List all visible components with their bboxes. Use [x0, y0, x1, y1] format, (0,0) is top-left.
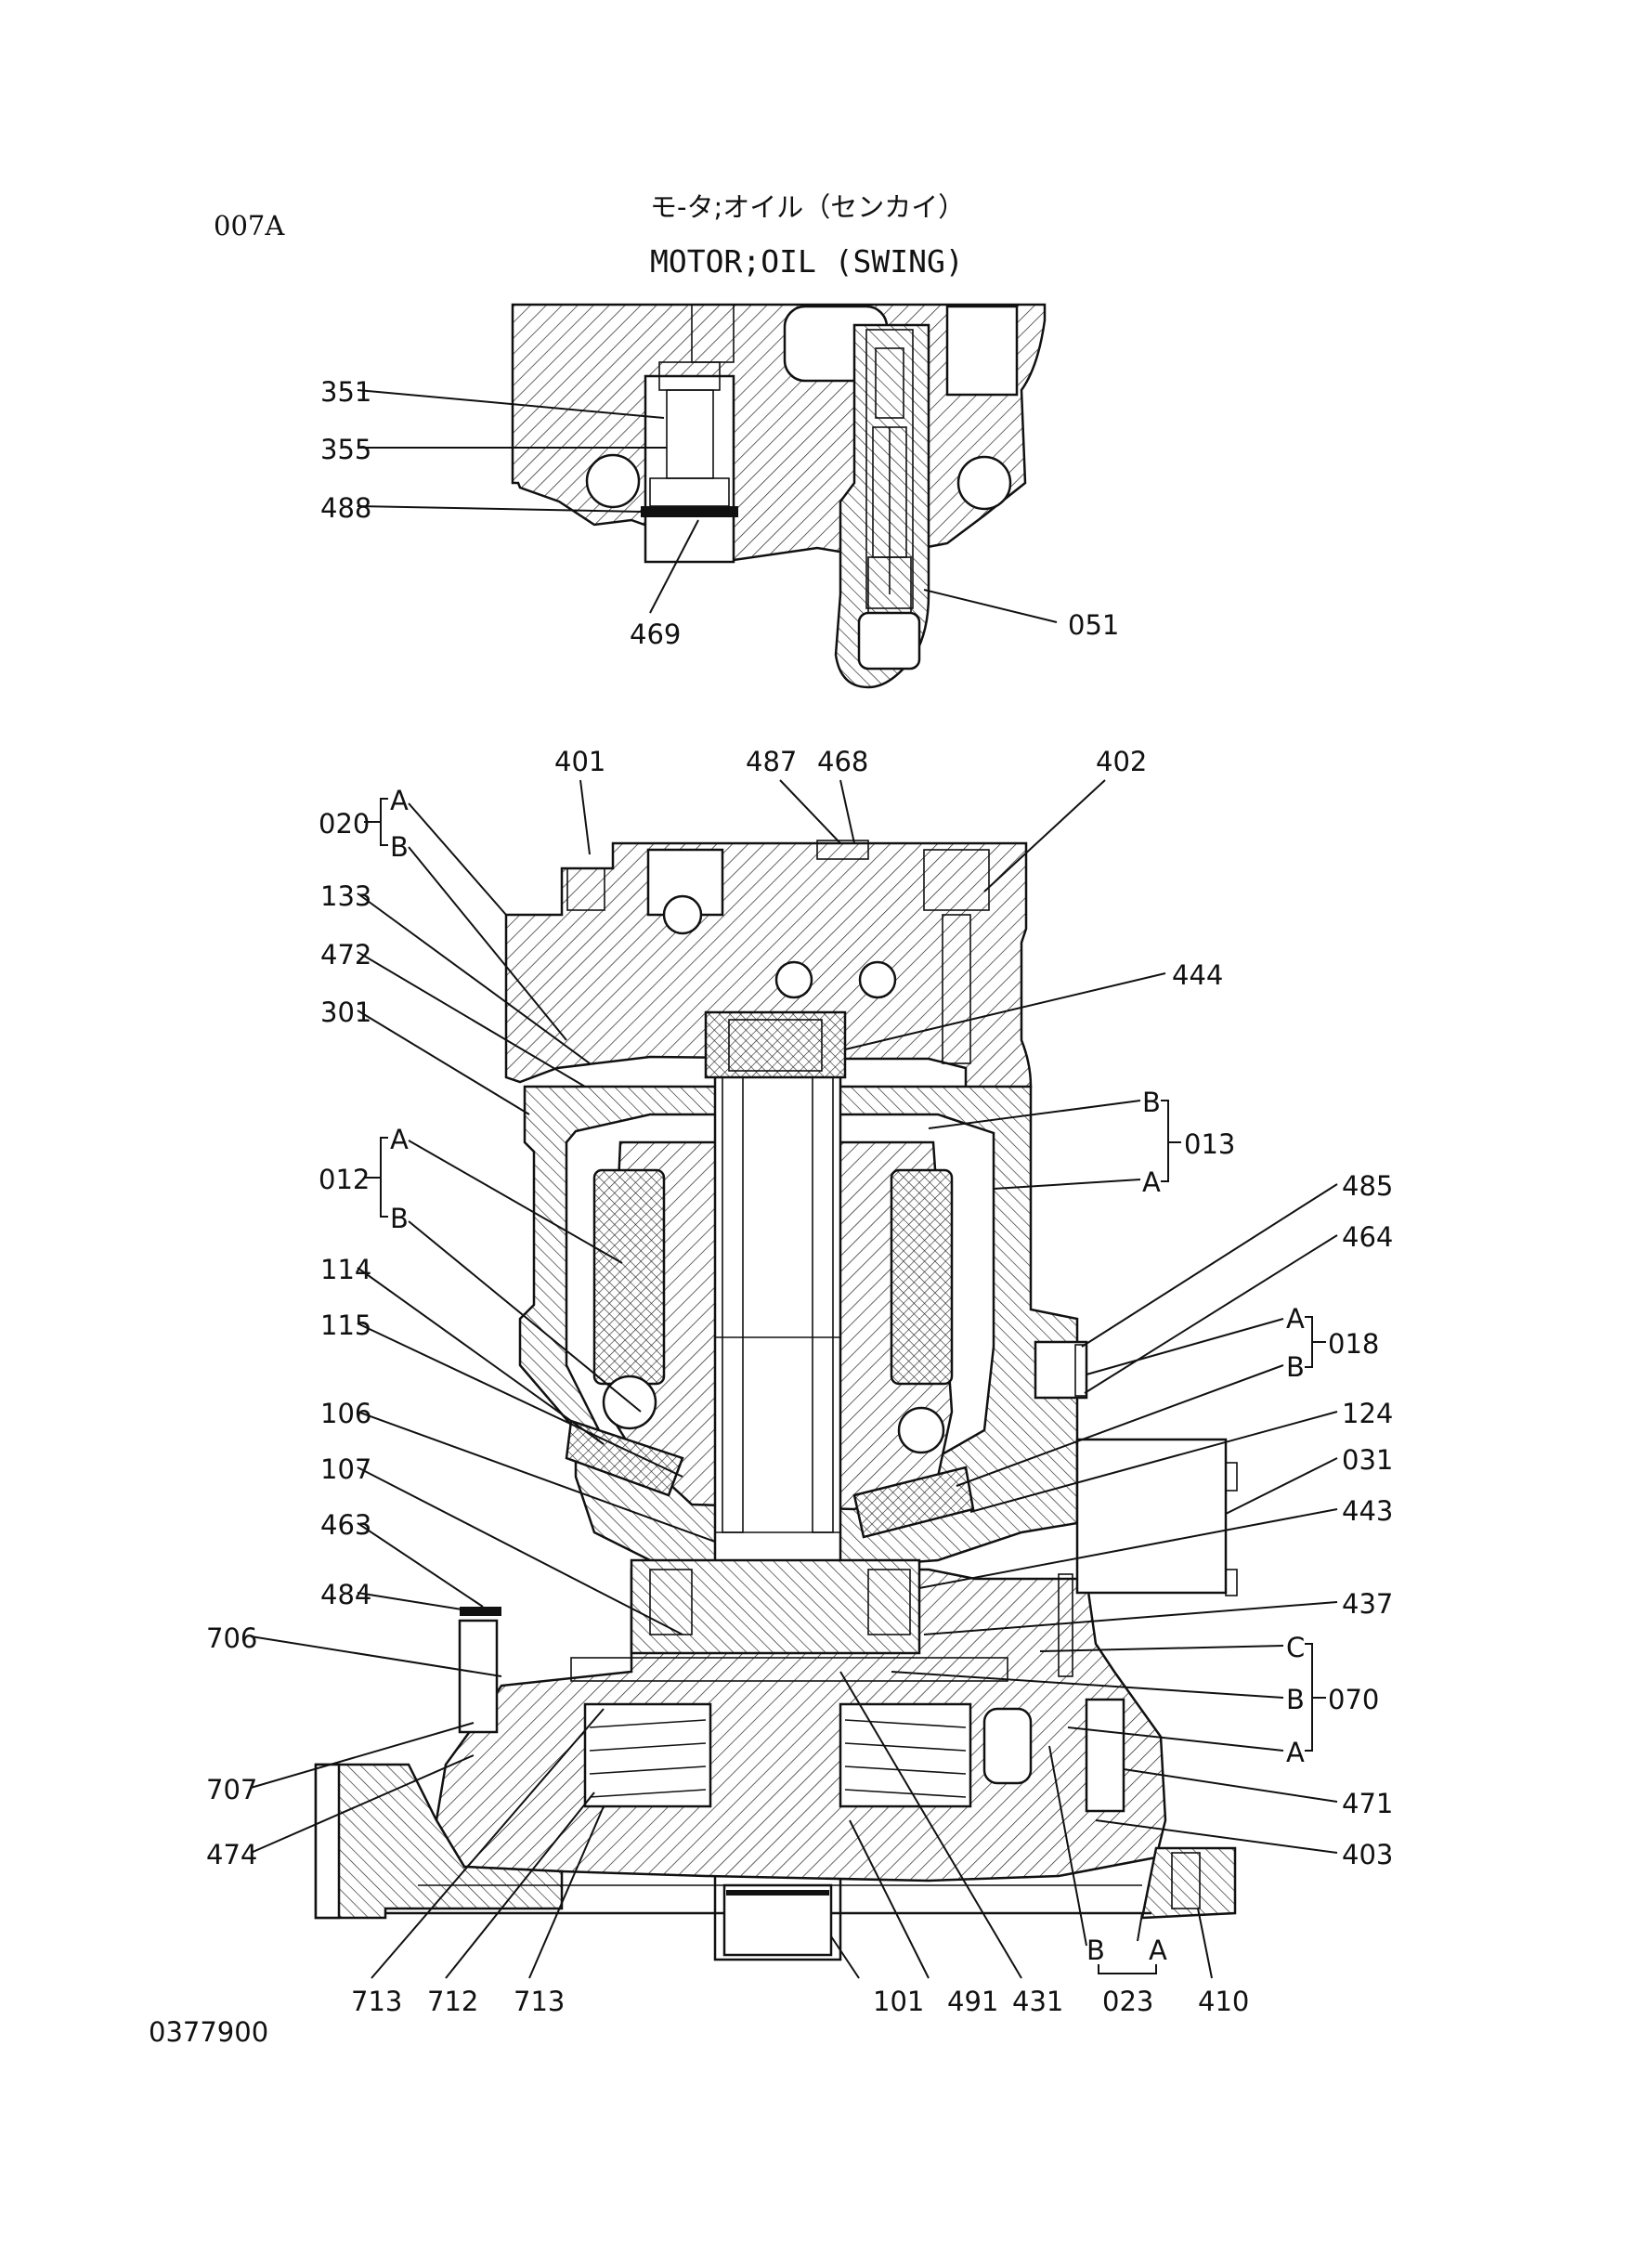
callout-013-b: B: [1142, 1087, 1161, 1118]
callout-706: 706: [206, 1622, 257, 1654]
callout-124: 124: [1342, 1398, 1393, 1429]
callout-712: 712: [427, 1986, 478, 2017]
callout-402: 402: [1096, 746, 1147, 777]
callout-713-right: 713: [514, 1986, 565, 2017]
callout-431: 431: [1012, 1986, 1063, 2017]
callout-013-a: A: [1142, 1166, 1161, 1198]
upper-detail-drawing: [511, 303, 1047, 689]
callout-070-b: B: [1286, 1684, 1305, 1715]
callout-031: 031: [1342, 1444, 1393, 1476]
callout-023: 023: [1102, 1986, 1153, 2017]
callout-018-a: A: [1286, 1303, 1305, 1335]
callout-444: 444: [1172, 959, 1223, 991]
callout-020-b: B: [390, 831, 409, 863]
callout-023-b: B: [1086, 1935, 1105, 1966]
callout-713-left: 713: [351, 1986, 402, 2017]
callout-485: 485: [1342, 1170, 1393, 1202]
callout-355: 355: [320, 434, 371, 465]
callout-020-a: A: [390, 785, 409, 816]
callout-437: 437: [1342, 1588, 1393, 1620]
callout-106: 106: [320, 1398, 371, 1429]
callout-070-c: C: [1286, 1632, 1305, 1663]
callout-013: 013: [1184, 1128, 1235, 1160]
callout-020: 020: [319, 808, 370, 840]
callout-469: 469: [630, 619, 681, 650]
main-leader-lines: [250, 779, 1338, 1979]
callout-051: 051: [1068, 609, 1119, 641]
callout-023-a: A: [1149, 1935, 1167, 1966]
callout-012-b: B: [390, 1203, 409, 1234]
main-cross-section: [314, 840, 1238, 1961]
callout-070-a: A: [1286, 1737, 1305, 1768]
drawing-number: 0377900: [149, 2016, 268, 2048]
callout-351: 351: [320, 376, 371, 408]
callout-012: 012: [319, 1164, 370, 1195]
callout-463: 463: [320, 1509, 371, 1541]
callout-012-a: A: [390, 1124, 409, 1155]
callout-101: 101: [873, 1986, 924, 2017]
callout-107: 107: [320, 1453, 371, 1485]
page-code: 007A: [214, 210, 285, 241]
callout-474: 474: [206, 1839, 257, 1870]
callout-488: 488: [320, 492, 371, 524]
callout-403: 403: [1342, 1839, 1393, 1870]
callout-464: 464: [1342, 1221, 1393, 1253]
callout-133: 133: [320, 880, 371, 912]
callout-410: 410: [1198, 1986, 1249, 2017]
callout-484: 484: [320, 1579, 371, 1610]
callout-018: 018: [1328, 1328, 1379, 1360]
callout-487: 487: [746, 746, 797, 777]
callout-468: 468: [817, 746, 868, 777]
callout-707: 707: [206, 1774, 257, 1805]
callout-114: 114: [320, 1254, 371, 1285]
callout-491: 491: [947, 1986, 998, 2017]
callout-443: 443: [1342, 1495, 1393, 1527]
callout-401: 401: [554, 746, 605, 777]
callout-301: 301: [320, 997, 371, 1028]
callout-070: 070: [1328, 1684, 1379, 1715]
upper-leader-lines: [357, 389, 1058, 623]
title-english: MOTOR;OIL (SWING): [650, 243, 964, 280]
callout-018-b: B: [1286, 1351, 1305, 1383]
callout-472: 472: [320, 939, 371, 971]
title-japanese: モ-タ;オイル（センカイ）: [650, 191, 965, 223]
callout-115: 115: [320, 1309, 371, 1341]
callout-471: 471: [1342, 1788, 1393, 1819]
